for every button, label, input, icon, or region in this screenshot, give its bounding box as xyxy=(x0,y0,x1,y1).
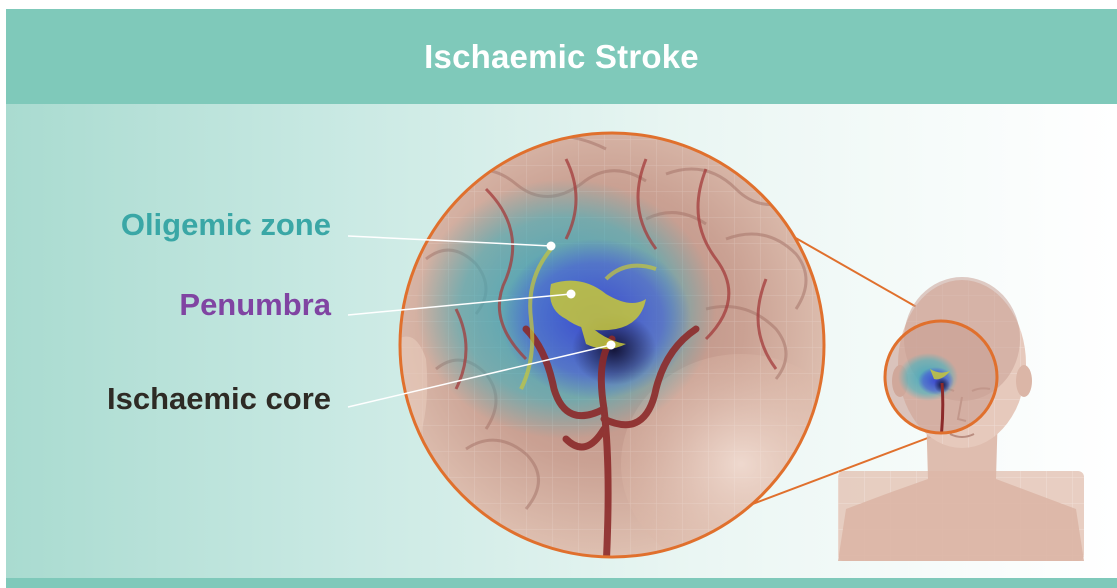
label-penumbra: Penumbra xyxy=(179,287,331,323)
infographic-panel: Ischaemic Stroke xyxy=(6,9,1117,588)
marker-oligemic xyxy=(547,242,556,251)
label-oligemic-zone: Oligemic zone xyxy=(121,207,331,243)
label-ischaemic-core: Ischaemic core xyxy=(107,381,331,417)
brain-magnified-icon xyxy=(396,129,861,574)
footer-bar xyxy=(6,578,1117,588)
marker-penumbra xyxy=(567,290,576,299)
illustration xyxy=(6,9,1117,588)
marker-core xyxy=(607,341,616,350)
